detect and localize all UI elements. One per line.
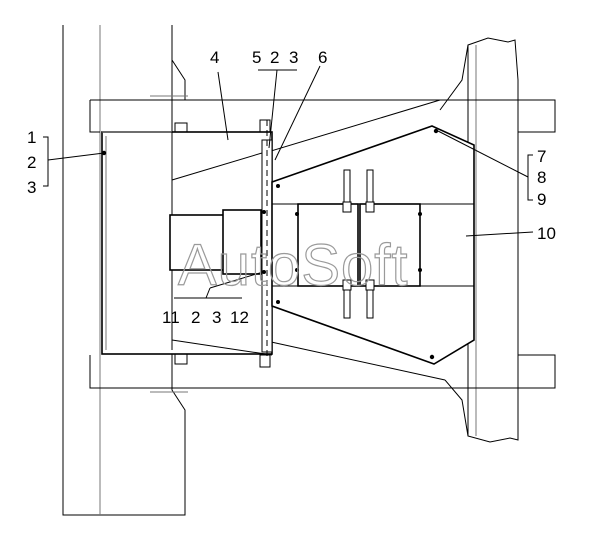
callout-7: 7 [537, 147, 546, 166]
leader-lines [43, 65, 534, 299]
callout-11: 11 [162, 308, 180, 327]
callout-1: 1 [27, 128, 36, 147]
callout-3-left: 3 [27, 178, 36, 197]
callout-labels: 1 2 3 4 5 2 3 6 7 8 9 10 11 2 3 12 [27, 48, 556, 327]
callout-3-top: 3 [289, 48, 298, 67]
callout-2-left: 2 [27, 153, 36, 172]
callout-2-bottom: 2 [191, 308, 200, 327]
callout-4: 4 [210, 48, 219, 67]
callout-2-top: 2 [270, 48, 279, 67]
callout-5: 5 [252, 48, 261, 67]
callout-8: 8 [537, 168, 546, 187]
clamp-blocks [272, 169, 422, 319]
callout-10: 10 [537, 224, 556, 243]
lower-cross-member [89, 339, 556, 393]
right-frame-rail [439, 37, 519, 443]
callout-9: 9 [537, 190, 546, 209]
callout-6: 6 [318, 48, 327, 67]
callout-12: 12 [230, 308, 249, 327]
callout-3-bottom: 3 [212, 308, 221, 327]
inner-cylinder [169, 209, 266, 275]
watermark: AutoSoft [178, 233, 408, 298]
